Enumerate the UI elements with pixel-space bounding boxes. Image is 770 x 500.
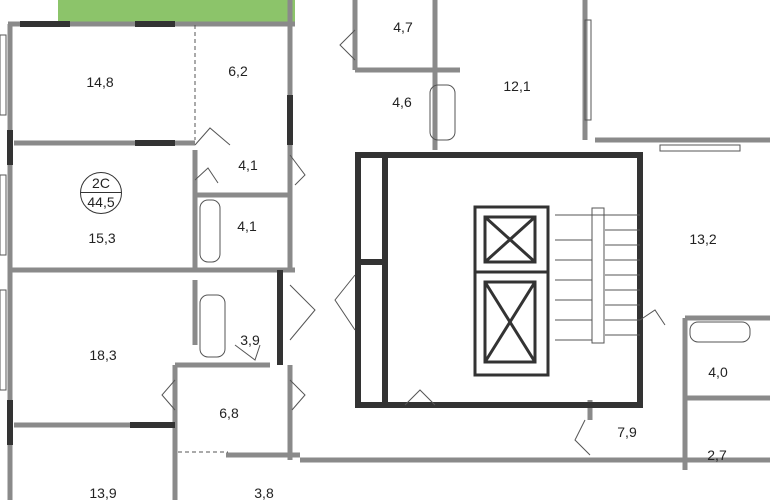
room-area-label: 4,7 [393,19,413,35]
room-area-label: 4,1 [238,157,258,173]
room-area-label: 12,1 [503,78,531,94]
room-area-label: 6,2 [228,63,248,79]
balcony-highlight[interactable] [58,0,295,22]
apartment-total-area: 44,5 [87,194,115,210]
room-area-label: 7,9 [617,424,637,440]
apartment-type: 2С [81,173,121,193]
apartment-badge[interactable]: 2С 44,5 [80,172,122,214]
room-area-label: 6,8 [219,405,239,421]
room-area-label: 18,3 [89,347,117,363]
room-area-label: 3,9 [240,332,260,348]
room-area-label: 15,3 [88,230,116,246]
room-area-label: 4,6 [392,94,412,110]
room-area-label: 4,0 [708,364,728,380]
room-area-label: 4,1 [237,218,257,234]
room-area-label: 14,8 [86,74,114,90]
room-area-label: 2,7 [707,447,727,463]
room-area-label: 3,8 [254,485,274,500]
room-area-label: 13,2 [689,231,717,247]
room-area-label: 13,9 [89,485,117,500]
